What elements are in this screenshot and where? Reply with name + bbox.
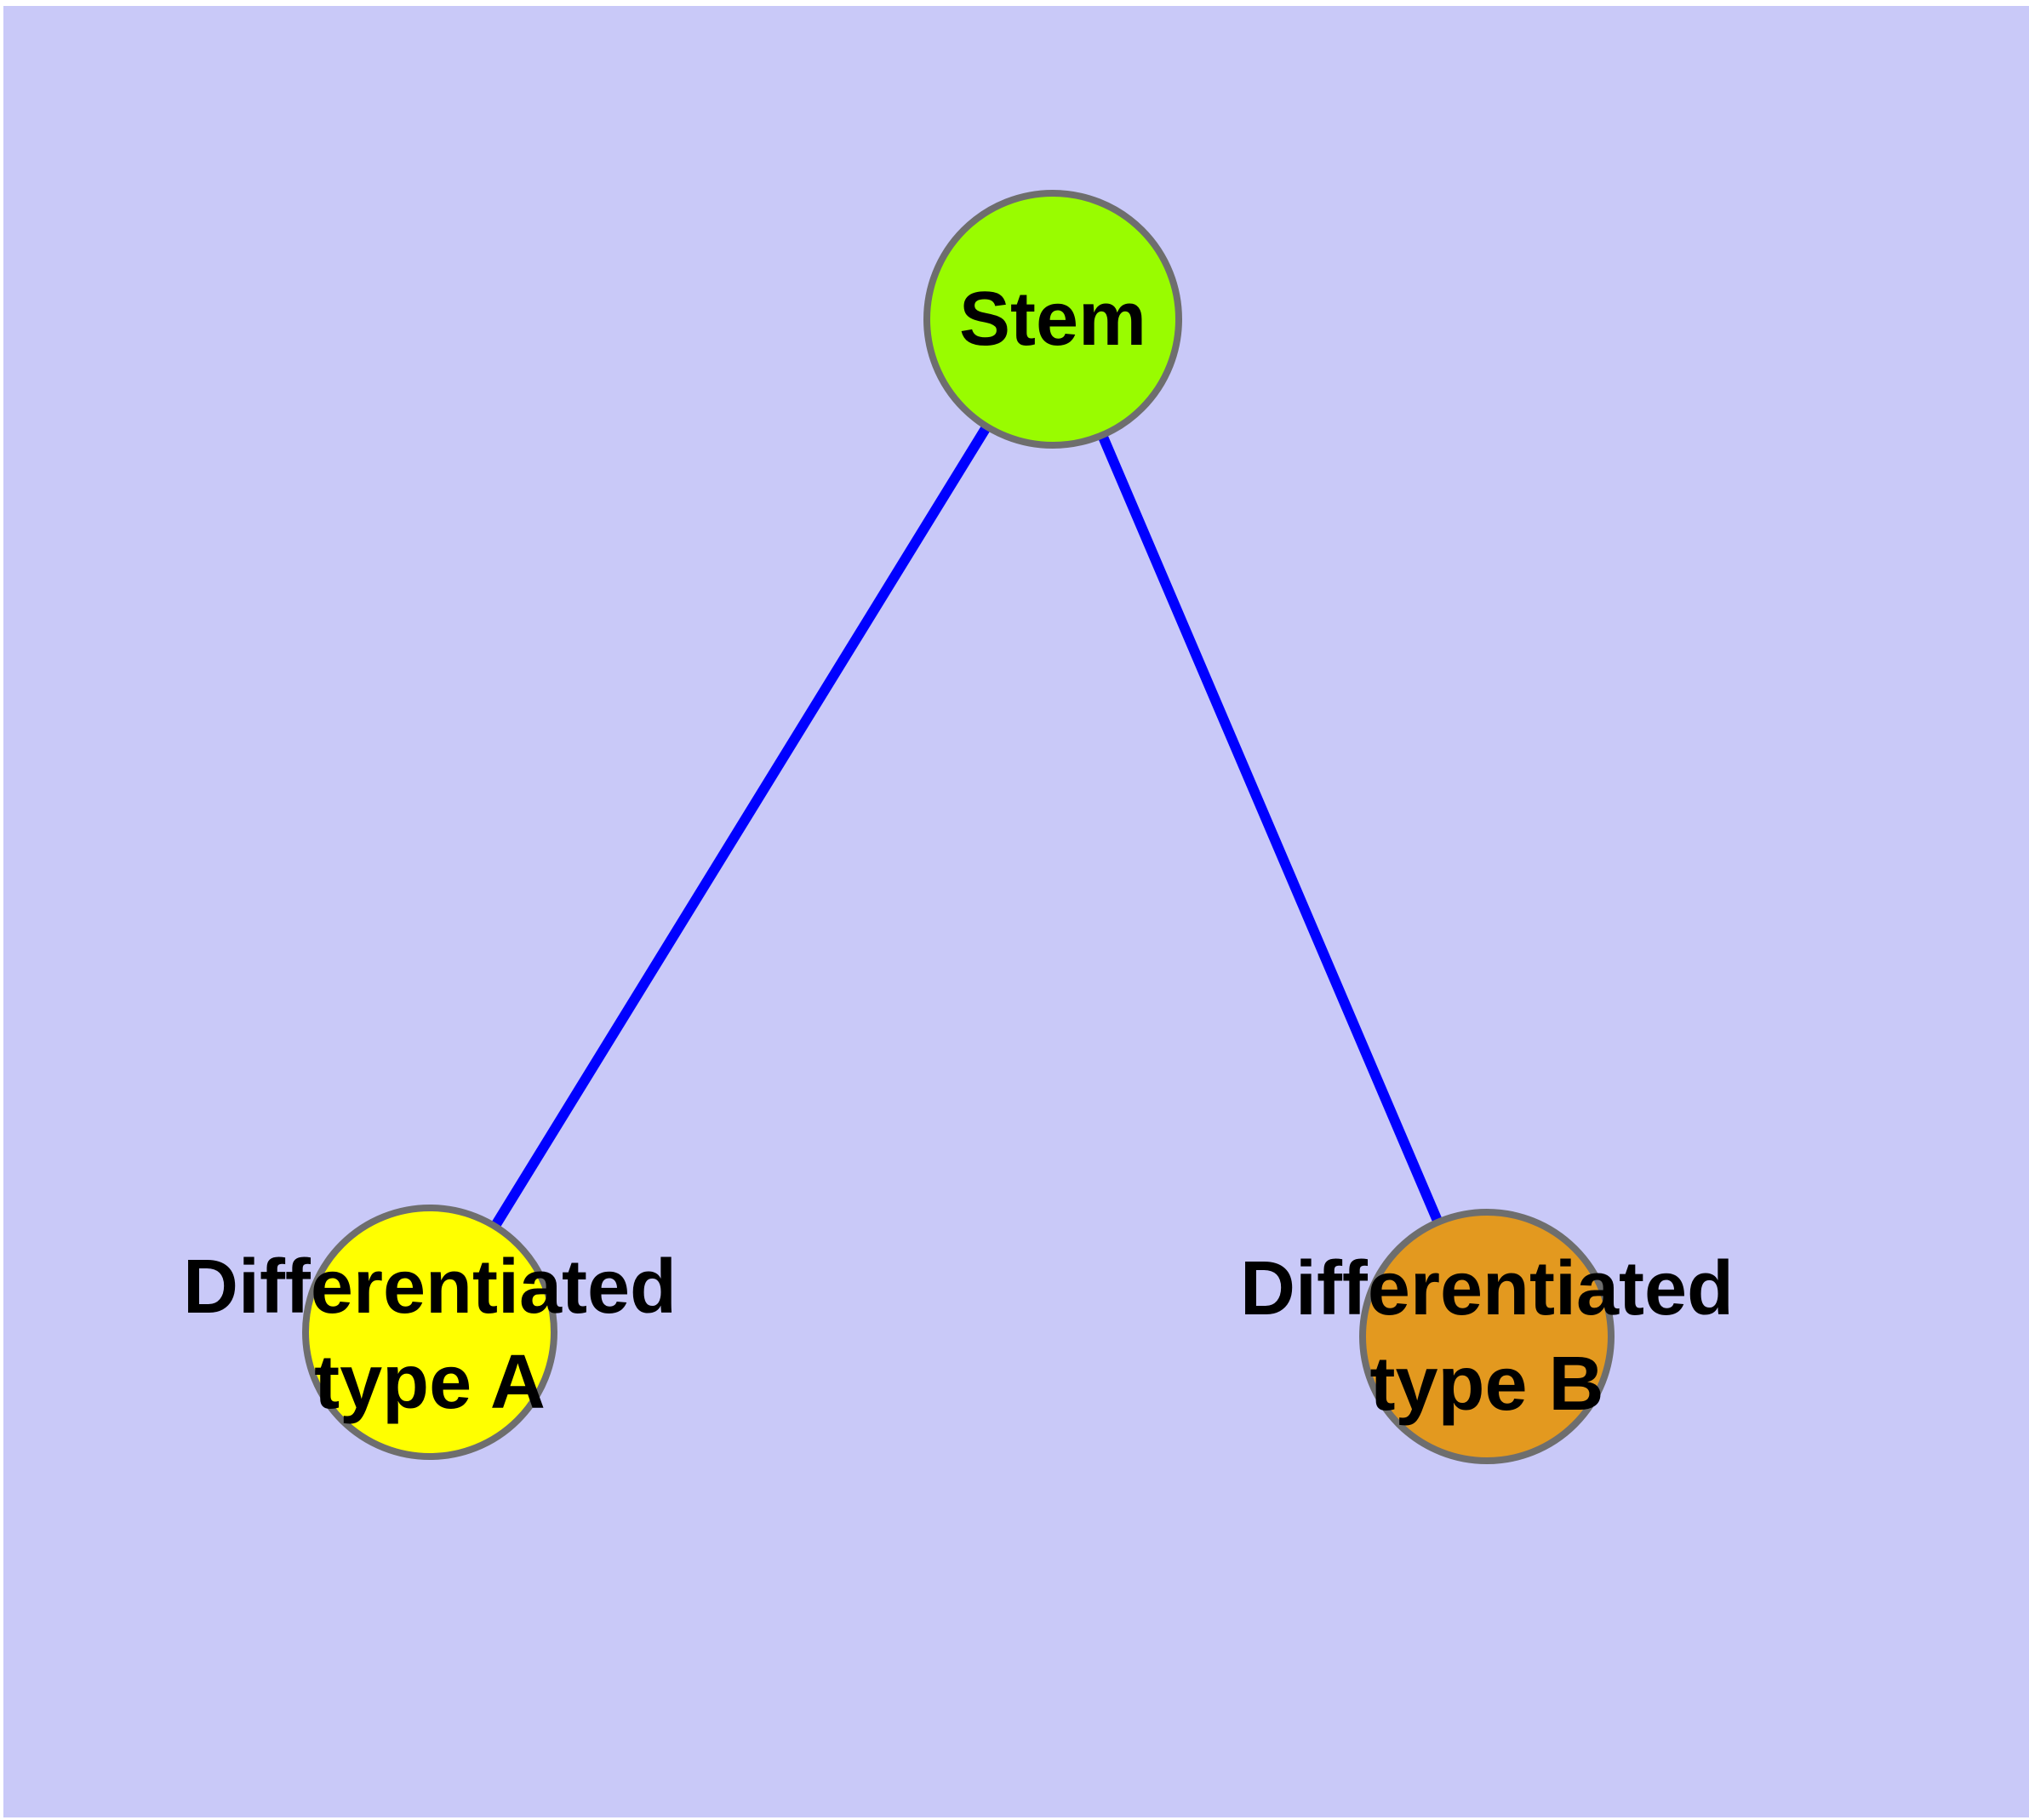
node-stem-label: Stem — [923, 190, 1182, 449]
node-type-a-label: Differentiated type A — [47, 1239, 813, 1430]
node-stem — [923, 190, 1182, 449]
node-type-b-label-line2: type B — [1369, 1342, 1604, 1427]
node-differentiated-type-b — [1359, 1209, 1615, 1464]
node-stem-label-text: Stem — [958, 277, 1147, 362]
edge-stem-to-type-a — [425, 316, 1058, 1336]
node-type-a-label-line2: type A — [314, 1340, 546, 1425]
node-type-b-label-line1: Differentiated — [1239, 1246, 1735, 1331]
edge-stem-to-type-b — [1048, 317, 1492, 1339]
node-differentiated-type-a — [302, 1205, 557, 1460]
node-type-b-label: Differentiated type B — [1104, 1241, 1870, 1432]
node-type-a-label-line1: Differentiated — [182, 1245, 677, 1330]
